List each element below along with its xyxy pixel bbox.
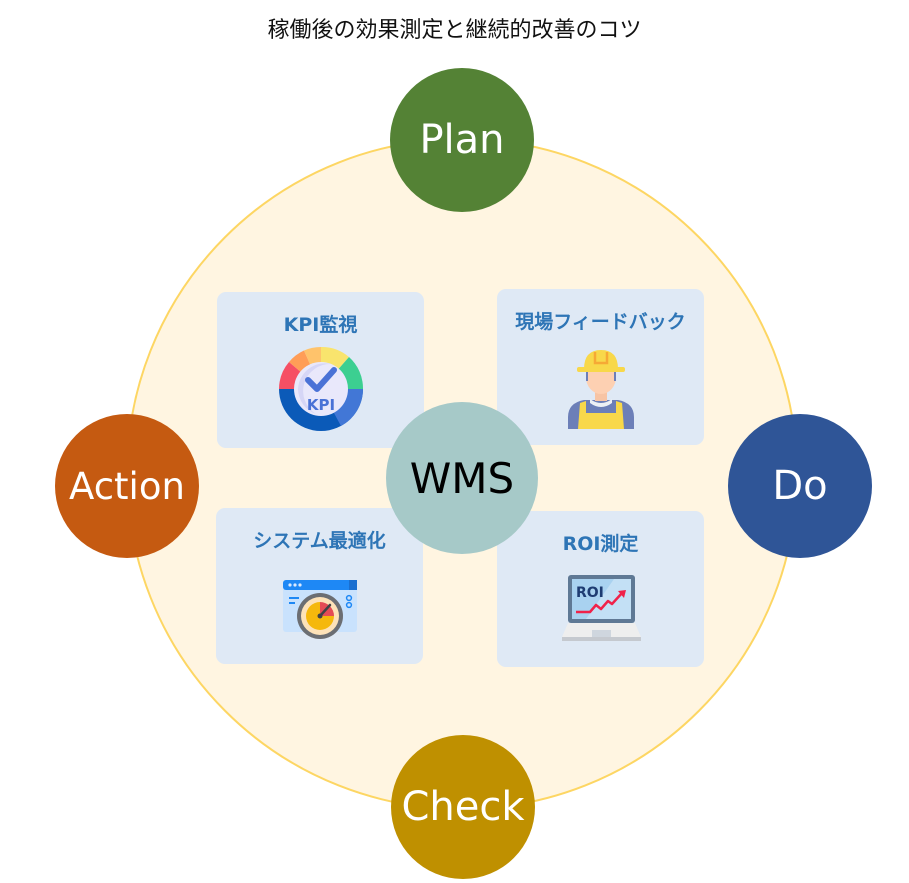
laptop-roi-icon: ROI (561, 575, 641, 641)
phase-label: Action (69, 464, 185, 508)
phase-do: Do (728, 414, 872, 558)
phase-label: Plan (419, 117, 505, 163)
card-title: システム最適化 (253, 530, 386, 552)
card-kpi-monitoring: KPI監視 KPI (217, 292, 424, 448)
card-system-optimization: システム最適化 (216, 508, 423, 664)
kpi-icon-text: KPI (306, 396, 334, 414)
card-roi-measurement: ROI測定 ROI (497, 511, 704, 667)
window-gauge-icon (282, 580, 357, 639)
center-wms-circle: WMS (386, 402, 538, 554)
card-field-feedback: 現場フィードバック (497, 289, 704, 445)
center-label: WMS (409, 453, 515, 503)
worker-icon (567, 350, 634, 429)
kpi-gauge-icon: KPI (278, 346, 363, 431)
phase-action: Action (55, 414, 199, 558)
phase-check: Check (391, 735, 535, 879)
phase-plan: Plan (390, 68, 534, 212)
roi-icon-text: ROI (576, 585, 604, 601)
card-title: ROI測定 (562, 533, 639, 555)
diagram-title: 稼働後の効果測定と継続的改善のコツ (267, 18, 642, 43)
card-title: 現場フィードバック (515, 311, 686, 333)
phase-label: Do (772, 463, 828, 509)
card-title: KPI監視 (283, 314, 358, 336)
phase-label: Check (401, 784, 525, 830)
